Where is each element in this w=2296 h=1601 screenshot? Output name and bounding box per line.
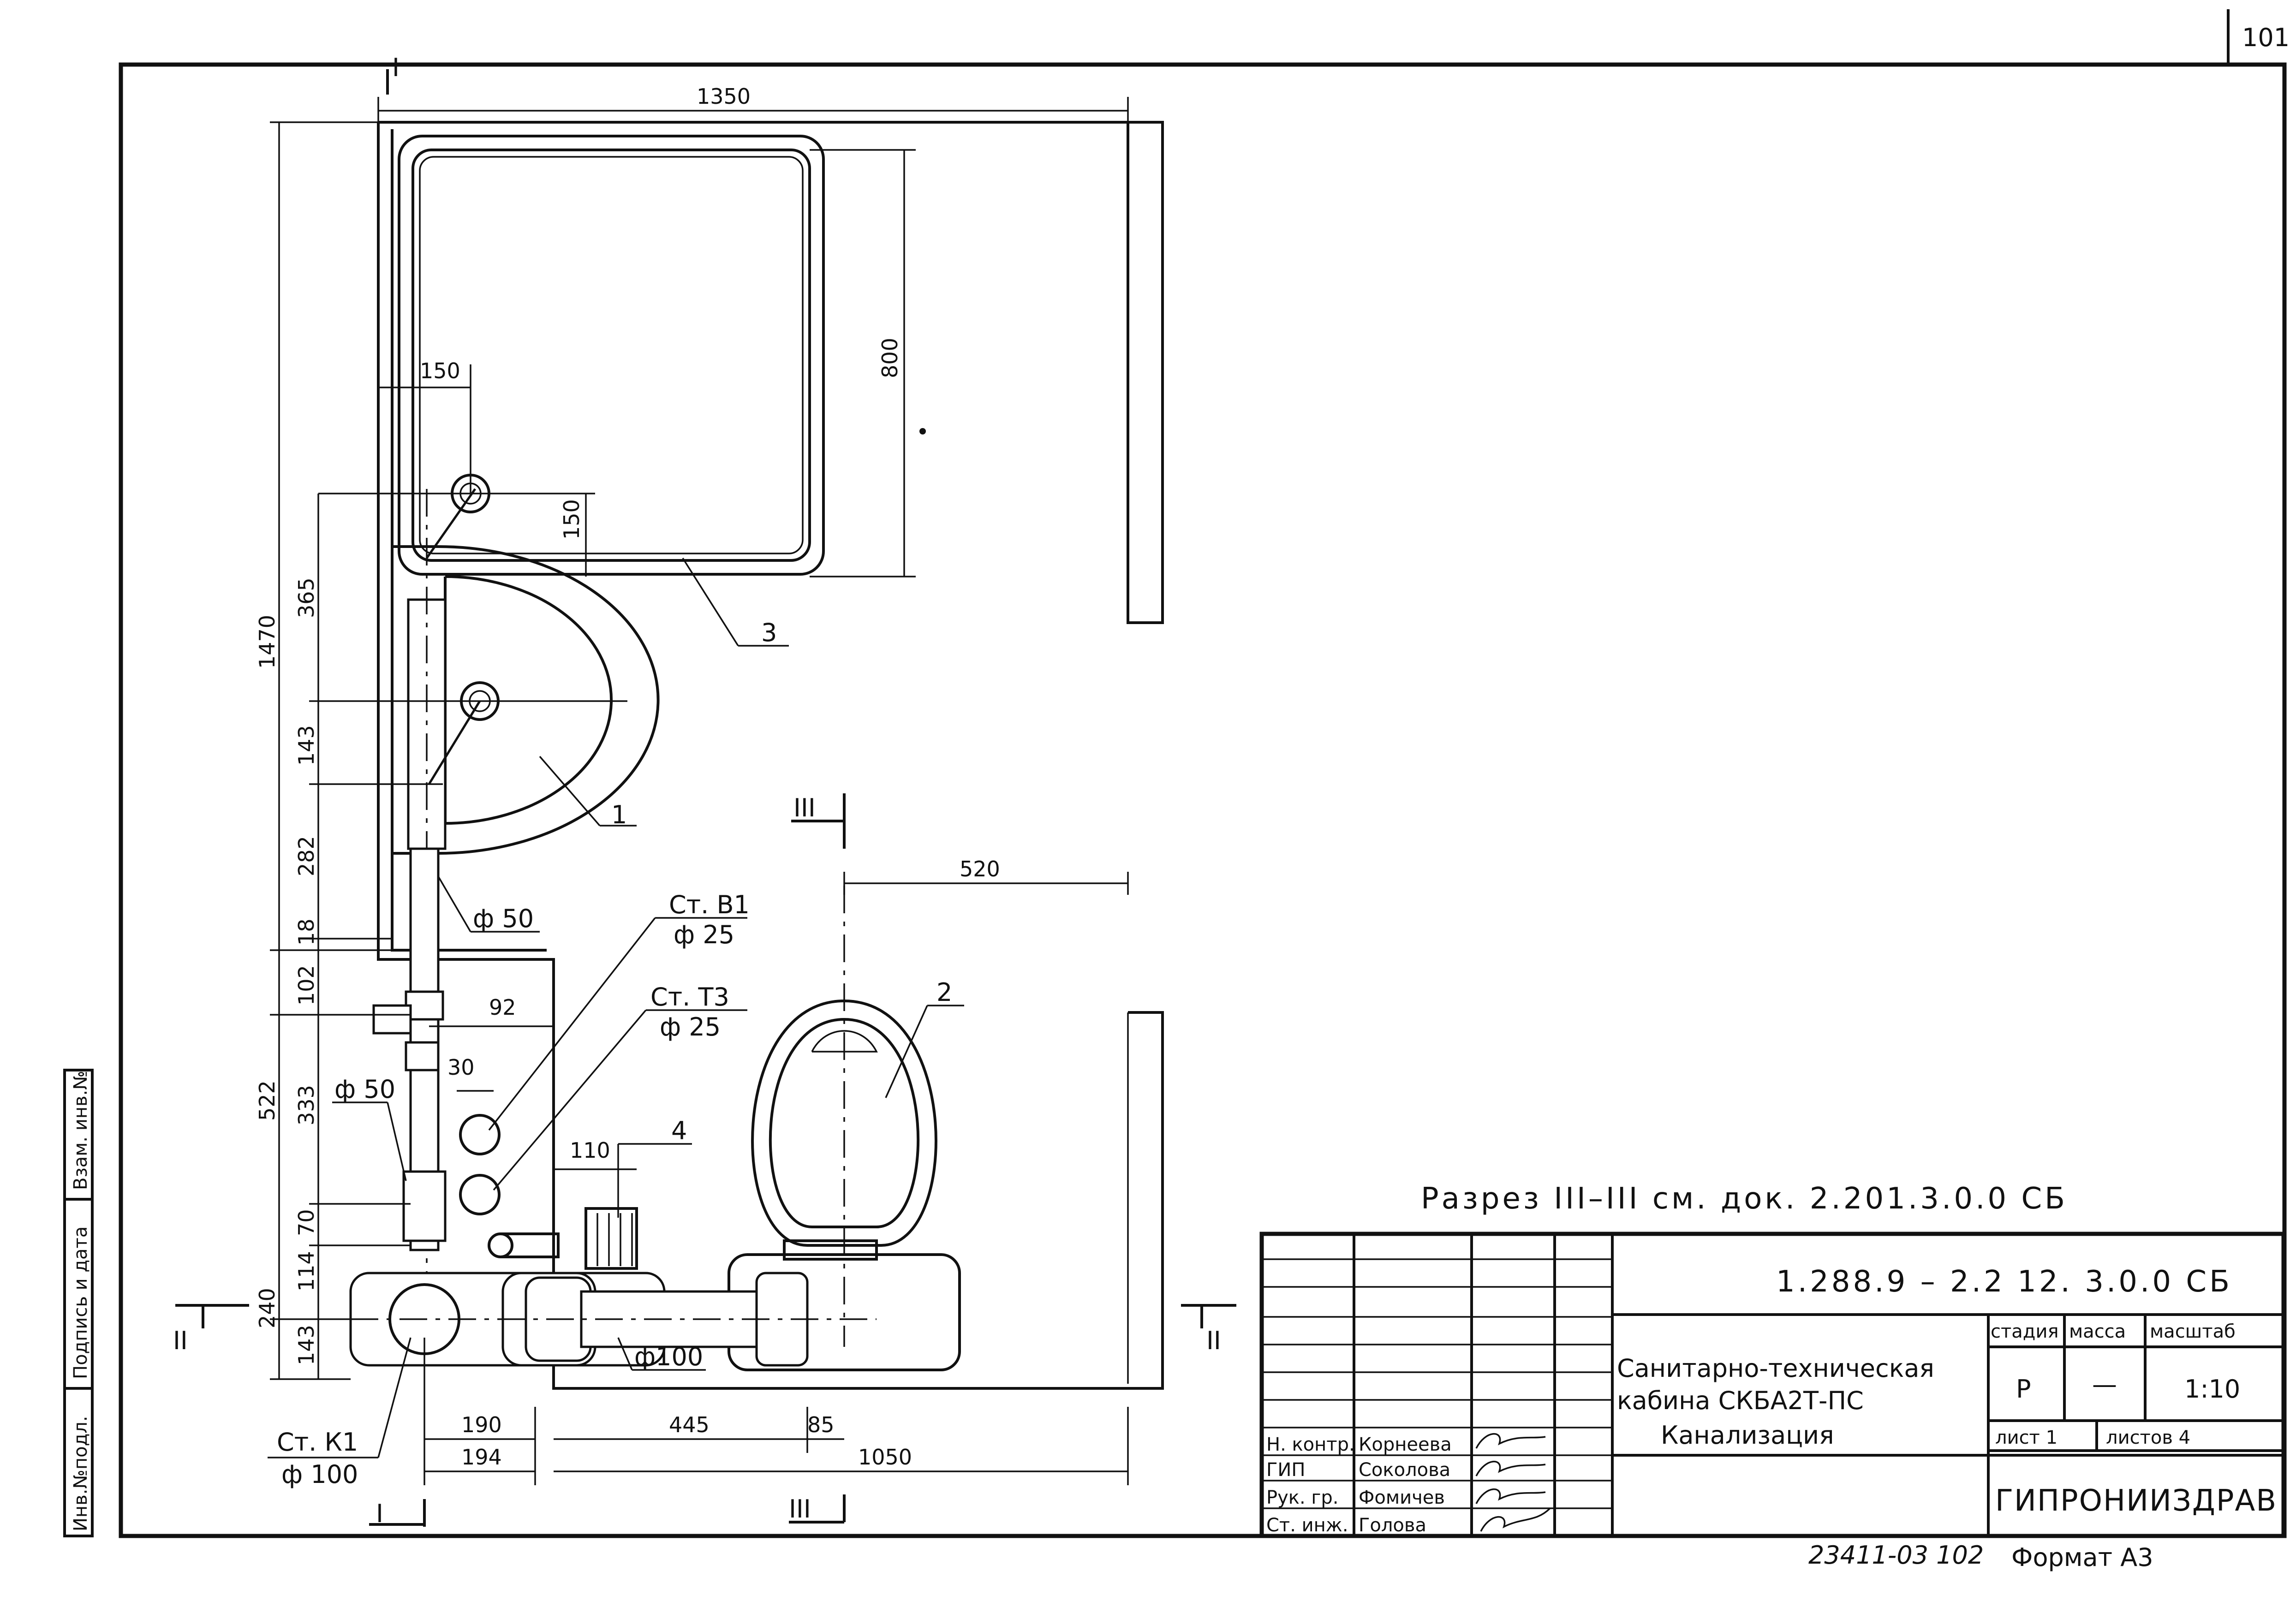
stage-value: Р	[2016, 1375, 2031, 1404]
dim-194: 194	[461, 1445, 502, 1470]
leader-lines	[268, 558, 964, 1458]
item-4-label: 4	[671, 1116, 687, 1145]
dim-365: 365	[294, 577, 319, 618]
riser-k1-label: Ст. К1	[277, 1428, 358, 1457]
archive-number: 23411-03 102	[1808, 1541, 1984, 1570]
role-gip: ГИП	[1266, 1459, 1305, 1481]
mass-header: масса	[2069, 1321, 2126, 1342]
role-st-inzh: Ст. инж.	[1266, 1515, 1348, 1536]
washbasin	[391, 545, 660, 855]
stage-header: стадия	[1991, 1321, 2059, 1342]
dim-150a: 150	[420, 358, 460, 383]
item-2-label: 2	[936, 978, 952, 1007]
title-line-2: кабина СКБА2Т-ПС	[1617, 1386, 1864, 1415]
handwritten-signatures	[1475, 1433, 1551, 1532]
cabin-walls	[377, 121, 1164, 1390]
pipe-d50-upper-label: ф 50	[473, 904, 534, 933]
name-fomichev: Фомичев	[1359, 1487, 1445, 1508]
page-number: 101	[2242, 23, 2290, 52]
dim-520: 520	[960, 857, 1000, 881]
dim-333: 333	[294, 1085, 319, 1125]
dim-282: 282	[294, 836, 319, 876]
drain-pipes	[349, 474, 877, 1367]
sheets-label: листов 4	[2106, 1427, 2190, 1448]
role-ruk-gr: Рук. гр.	[1266, 1487, 1339, 1508]
dim-150b: 150	[559, 499, 584, 540]
title-line-3: Канализация	[1661, 1421, 1834, 1450]
sheet-label: лист 1	[1995, 1427, 2057, 1448]
title-block: 1.288.9 – 2.2 12. 3.0.0 СБ Санитарно-тех…	[1259, 1232, 2286, 1538]
dim-143b: 143	[294, 1325, 319, 1365]
riser-t3-label: Ст. Т3	[650, 982, 729, 1012]
pipe-d100-label: ф100	[634, 1342, 703, 1371]
dimension-texts: 1350 1470 800 150 150 365 143 282 18 102…	[255, 84, 1000, 1470]
dim-110: 110	[570, 1138, 610, 1163]
dim-190: 190	[461, 1412, 502, 1437]
item-1-label: 1	[611, 800, 627, 829]
dim-1350: 1350	[697, 84, 751, 109]
side-stamp-replace-inv: Взам. инв.№	[70, 1071, 91, 1190]
dim-1050: 1050	[858, 1445, 912, 1470]
scale-header: масштаб	[2150, 1321, 2236, 1342]
name-sokolova: Соколова	[1359, 1459, 1450, 1481]
sheet-frame	[119, 62, 2287, 1538]
dim-143a: 143	[294, 725, 319, 766]
dimension-lines	[270, 97, 1129, 1485]
pipe-d50-lower-label: ф 50	[334, 1075, 395, 1104]
organization: ГИПРОНИИЗДРАВ	[1995, 1484, 2277, 1518]
dim-114: 114	[294, 1251, 319, 1292]
mass-value: —	[2092, 1370, 2117, 1399]
dim-800: 800	[877, 338, 902, 378]
riser-k1-diameter: ф 100	[281, 1460, 358, 1489]
item-labels: 1 2 3 4 ф 50 ф 50 ф100 Ст. В1 ф 25 Ст. Т…	[277, 618, 952, 1489]
dim-92: 92	[489, 995, 516, 1020]
dim-445: 445	[669, 1412, 710, 1437]
side-stamp-sign-date: Подпись и дата	[70, 1226, 91, 1379]
format-label: Формат А3	[2011, 1543, 2153, 1572]
section-III-bottom: III	[789, 1494, 811, 1524]
dim-30: 30	[447, 1055, 475, 1080]
side-stamp: Инв.№подл. Подпись и дата Взам. инв.№	[63, 1069, 94, 1537]
section-note: Разрез III–III см. док. 2.201.3.0.0 СБ	[1421, 1182, 2068, 1216]
name-golova: Голова	[1359, 1515, 1426, 1536]
title-line-1: Санитарно-техническая	[1617, 1354, 1934, 1383]
dim-102: 102	[294, 965, 319, 1006]
doc-code: 1.288.9 – 2.2 12. 3.0.0 СБ	[1776, 1265, 2232, 1299]
name-korneeva: Корнеева	[1359, 1434, 1452, 1455]
section-III-top: III	[793, 793, 816, 822]
dim-1470: 1470	[255, 615, 280, 669]
dim-522: 522	[255, 1080, 280, 1121]
scale-value: 1:10	[2184, 1375, 2240, 1404]
riser-t3-diameter: ф 25	[660, 1012, 721, 1042]
section-marks: I I II II III III	[173, 53, 1236, 1528]
section-II-left: II	[173, 1326, 188, 1355]
riser-b1-diameter: ф 25	[674, 920, 734, 949]
item-3-label: 3	[761, 618, 777, 647]
section-I-top: I	[392, 53, 400, 82]
dim-18: 18	[294, 918, 319, 946]
dim-240: 240	[255, 1288, 280, 1328]
side-stamp-inv-orig: Инв.№подл.	[70, 1416, 91, 1531]
role-n-kontr: Н. контр.	[1266, 1434, 1355, 1455]
riser-b1-label: Ст. В1	[669, 890, 750, 919]
dim-70: 70	[294, 1209, 319, 1236]
dim-85: 85	[807, 1412, 835, 1437]
shower-tray	[398, 135, 926, 576]
section-I-bottom: I	[376, 1499, 383, 1528]
section-II-right: II	[1206, 1326, 1221, 1355]
